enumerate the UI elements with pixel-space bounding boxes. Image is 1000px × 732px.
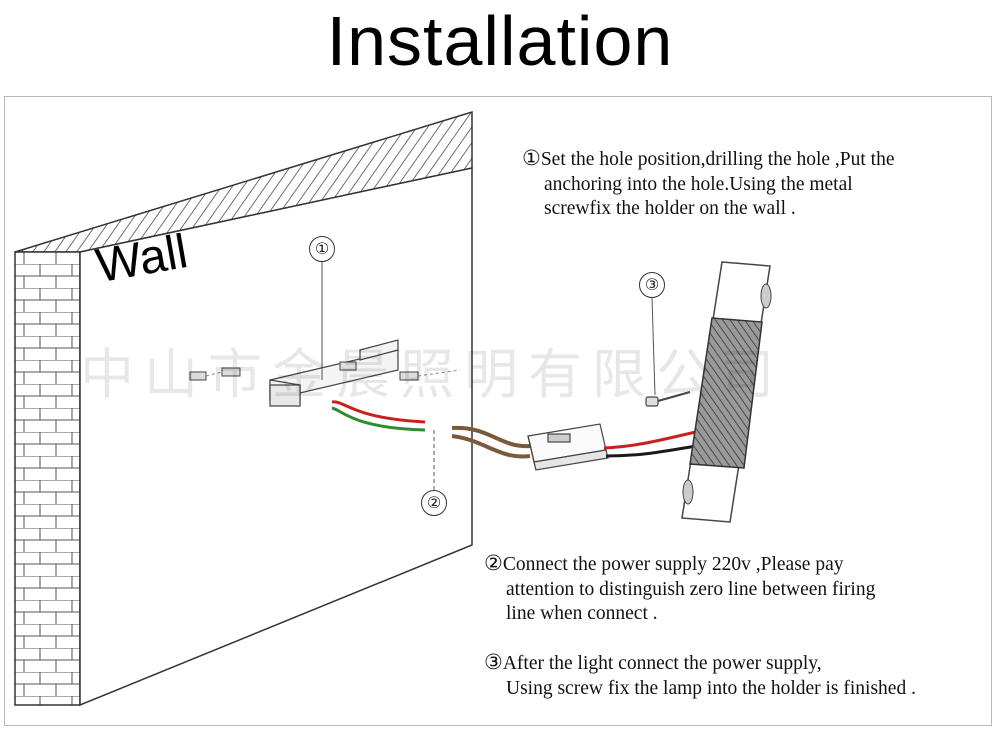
step-1-marker: ① <box>522 146 541 170</box>
step-2-marker: ② <box>484 551 503 575</box>
step-3-line-2: Using screw fix the lamp into the holder… <box>506 677 916 699</box>
step-3-marker: ③ <box>484 650 503 674</box>
watermark: 中山市金晨照明有限公司 <box>80 343 784 406</box>
wall-wires <box>331 400 426 432</box>
green-wire <box>331 406 426 432</box>
wall-face <box>79 167 473 707</box>
anchor-plug-3 <box>339 361 357 371</box>
step-2-line-1: Connect the power supply 220v ,Please pa… <box>502 554 844 575</box>
wall <box>14 110 473 707</box>
diagram-panel <box>4 96 992 726</box>
step-3-line-1: After the light connect the power supply… <box>502 653 822 674</box>
step-3-instructions: ③After the light connect the power suppl… <box>484 650 916 701</box>
power-driver <box>527 423 609 471</box>
step-1-line-3: screwfix the holder on the wall . <box>544 198 796 219</box>
step-1-instructions: ①Set the hole position,drilling the hole… <box>522 146 895 222</box>
step-2-line-3: line when connect . <box>506 603 658 624</box>
callout-2: ② <box>421 490 447 516</box>
red-wire <box>331 400 426 424</box>
step-1-line-2: anchoring into the hole.Using the metal <box>544 173 853 195</box>
anchor-plug-2 <box>221 367 241 377</box>
callout-1: ① <box>309 236 335 262</box>
step-1-line-1: Set the hole position,drilling the hole … <box>540 149 895 170</box>
callout-3: ③ <box>639 272 665 298</box>
page-title: Installation <box>326 2 674 80</box>
leader-line-3 <box>651 297 656 396</box>
step-2-instructions: ②Connect the power supply 220v ,Please p… <box>484 551 875 627</box>
driver-output-wires <box>603 430 697 458</box>
mounting-bracket <box>269 339 399 407</box>
screw <box>645 391 691 407</box>
wall-brick-edge <box>14 251 81 706</box>
step-2-line-2: attention to distinguish zero line betwe… <box>506 578 876 600</box>
wall-lamp <box>681 261 772 523</box>
wall-anchors <box>189 361 461 381</box>
driver-input-wires <box>451 425 531 459</box>
